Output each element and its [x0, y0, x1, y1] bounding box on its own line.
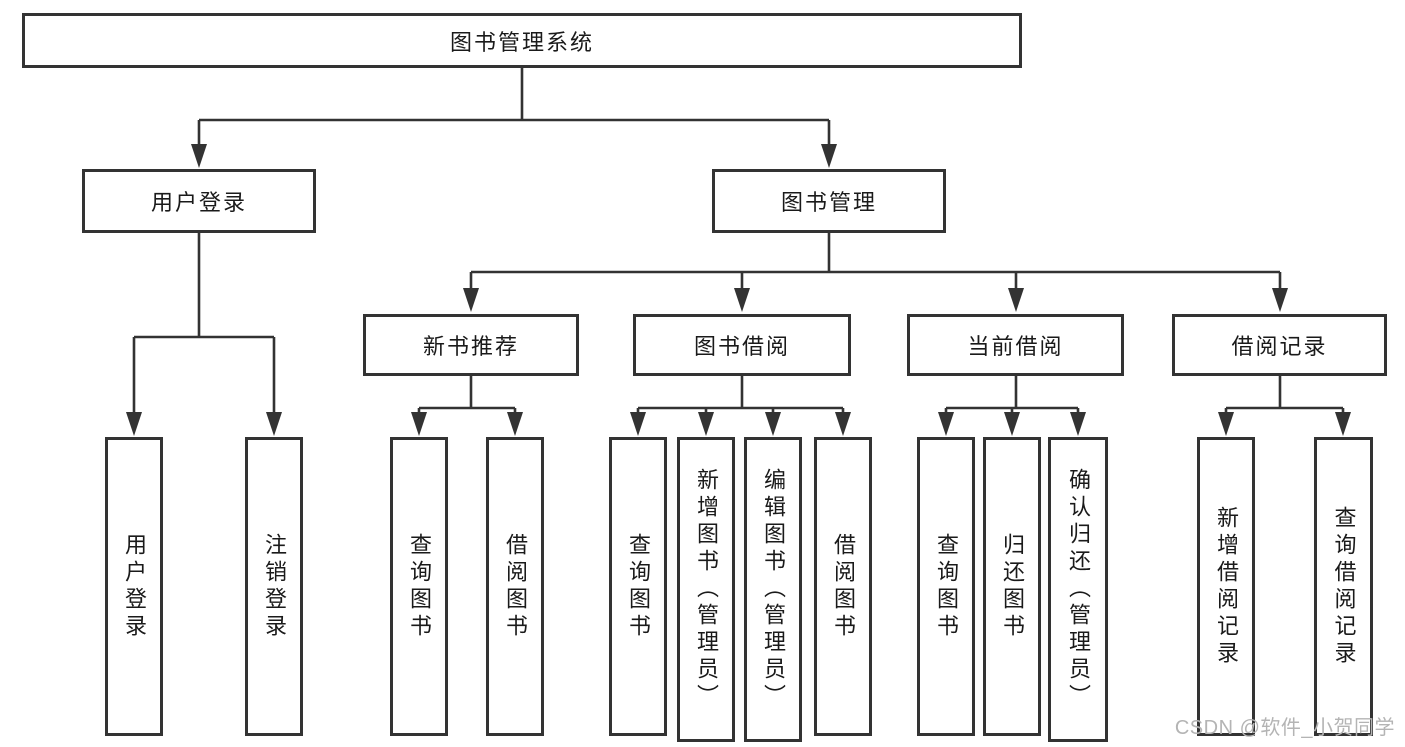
node-book-management: 图书管理	[712, 169, 946, 233]
node-new-book-recommend: 新书推荐	[363, 314, 579, 376]
node-label: 借阅图书	[503, 532, 528, 641]
leaf-query-borrow-record: 查询借阅记录	[1314, 437, 1373, 736]
connector-current-borrow-branch	[944, 376, 1080, 414]
node-label: 查询图书	[626, 532, 651, 641]
leaf-query-books: 查询图书	[917, 437, 975, 736]
leaf-add-books-admin: 新增图书（管理员）	[677, 437, 735, 742]
node-label: 图书借阅	[693, 334, 790, 359]
connector-book-borrow-branch	[636, 376, 845, 414]
node-library-management-system: 图书管理系统	[22, 13, 1022, 68]
connector-borrow-record-branch	[1224, 376, 1345, 414]
node-label: 新书推荐	[422, 334, 519, 359]
node-label: 用户登录	[122, 532, 147, 641]
node-label: 注销登录	[262, 532, 287, 641]
node-user-login: 用户登录	[82, 169, 316, 233]
node-label: 确认归还（管理员）	[1066, 468, 1091, 711]
node-label: 新增图书（管理员）	[694, 468, 719, 711]
leaf-borrow-books: 借阅图书	[486, 437, 544, 736]
node-label: 查询图书	[934, 532, 959, 641]
node-current-borrowing: 当前借阅	[907, 314, 1124, 376]
connector-book-mgmt-branch	[469, 233, 1282, 291]
node-book-borrowing: 图书借阅	[633, 314, 851, 376]
node-label: 图书管理系统	[449, 29, 594, 55]
node-label: 图书管理	[780, 190, 877, 215]
leaf-return-books: 归还图书	[983, 437, 1041, 736]
leaf-query-books: 查询图书	[609, 437, 667, 736]
leaf-edit-books-admin: 编辑图书（管理员）	[744, 437, 802, 742]
node-label: 查询借阅记录	[1331, 505, 1357, 668]
watermark-text: CSDN @软件_小贺同学	[1174, 717, 1395, 739]
leaf-logout: 注销登录	[245, 437, 303, 736]
node-label: 借阅记录	[1231, 334, 1328, 359]
leaf-add-borrow-record: 新增借阅记录	[1197, 437, 1255, 736]
leaf-confirm-return-admin: 确认归还（管理员）	[1048, 437, 1108, 742]
leaf-user-login: 用户登录	[105, 437, 163, 736]
connector-root-to-level2	[197, 68, 831, 146]
node-label: 查询图书	[407, 532, 432, 641]
node-borrowing-records: 借阅记录	[1172, 314, 1387, 376]
connector-user-login-branch	[132, 233, 276, 414]
node-label: 编辑图书（管理员）	[761, 468, 786, 711]
node-label: 新增借阅记录	[1214, 505, 1239, 668]
leaf-query-books: 查询图书	[390, 437, 448, 736]
node-label: 归还图书	[1000, 532, 1025, 641]
node-label: 当前借阅	[967, 334, 1064, 359]
connector-new-book-branch	[417, 376, 517, 414]
node-label: 用户登录	[150, 190, 247, 215]
leaf-borrow-books: 借阅图书	[814, 437, 872, 736]
node-label: 借阅图书	[831, 532, 856, 641]
